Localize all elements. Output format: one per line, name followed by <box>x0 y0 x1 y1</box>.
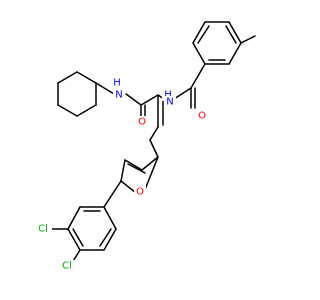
atom-o-furan: O <box>136 187 144 198</box>
atom-o-right: O <box>198 111 206 122</box>
benzamide-group <box>173 21 256 109</box>
atom-n-right: N <box>166 97 173 108</box>
atom-labels: H N O H N O O Cl Cl <box>34 78 208 272</box>
atom-h-right: H <box>164 90 172 101</box>
atom-cl-lower: Cl <box>62 261 72 272</box>
atom-cl-upper: Cl <box>38 224 48 235</box>
cyclohexyl-ring <box>57 71 97 117</box>
atom-n-left: N <box>115 90 122 101</box>
furan-ring <box>120 139 159 194</box>
background <box>0 0 300 300</box>
atom-o-left: O <box>138 117 146 128</box>
atom-h-left: H <box>113 78 121 89</box>
amide-backbone <box>95 82 165 141</box>
molecule-structure: H N O H N O O Cl Cl <box>0 0 300 300</box>
dichlorophenyl-ring <box>51 180 122 264</box>
